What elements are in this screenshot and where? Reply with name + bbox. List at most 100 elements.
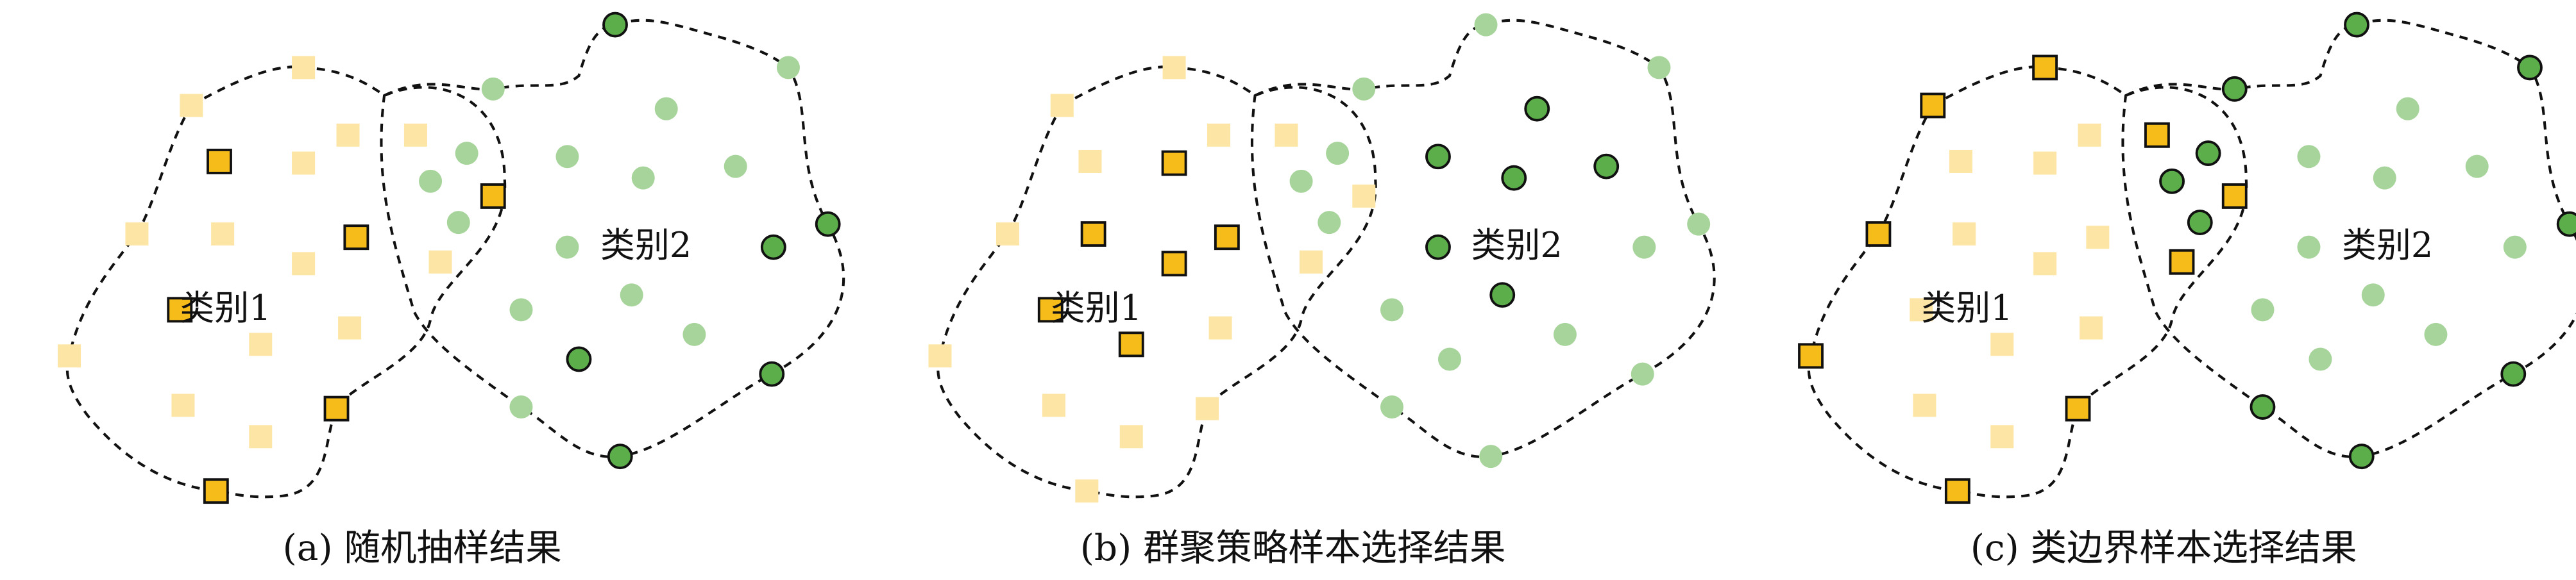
class1-sample bbox=[1207, 123, 1231, 147]
class2-sample bbox=[654, 97, 678, 120]
class2-sample bbox=[2465, 154, 2489, 178]
class1-sample bbox=[2080, 316, 2103, 340]
class1-sample bbox=[1990, 333, 2014, 356]
class1-sample bbox=[1119, 425, 1143, 449]
caption-c: (c) 类边界样本选择结果 bbox=[1970, 527, 2357, 569]
class2-sample bbox=[1687, 212, 1711, 236]
class1-sample bbox=[403, 123, 427, 147]
class1-sample bbox=[2033, 252, 2057, 276]
class2-sample bbox=[2251, 298, 2275, 322]
class2-selected-sample bbox=[1524, 95, 1550, 122]
class2-sample bbox=[1289, 169, 1313, 193]
class1-sample bbox=[58, 344, 81, 368]
class1-sample bbox=[338, 316, 362, 340]
class2-sample bbox=[509, 298, 533, 322]
class1-sample bbox=[1050, 94, 1074, 117]
class2-sample bbox=[2373, 166, 2396, 190]
class1-sample bbox=[180, 94, 203, 117]
class1-sample bbox=[292, 252, 316, 276]
class2-sample bbox=[419, 169, 443, 193]
class2-selected-sample bbox=[566, 346, 592, 372]
class1-selected-sample bbox=[2144, 122, 2170, 148]
class1-selected-sample bbox=[2065, 395, 2091, 422]
class2-selected-sample bbox=[2556, 211, 2576, 237]
class2-sample bbox=[620, 283, 643, 307]
class1-sample bbox=[1208, 316, 1232, 340]
class2-sample bbox=[1326, 142, 1350, 165]
class2-selected-sample bbox=[2344, 12, 2369, 38]
class2-sample bbox=[631, 166, 655, 190]
class2-selected-sample bbox=[602, 12, 628, 38]
class1-sample bbox=[211, 222, 235, 246]
class1-sample bbox=[1949, 149, 1972, 173]
class2-sample bbox=[555, 235, 579, 259]
class2-selected-sample bbox=[1425, 144, 1451, 170]
class1-sample bbox=[996, 222, 1019, 246]
class2-selected-sample bbox=[2221, 76, 2248, 102]
class1-sample bbox=[2078, 123, 2101, 147]
class1-selected-sample bbox=[1118, 331, 1144, 358]
class1-sample bbox=[1042, 394, 1065, 417]
class1-sample bbox=[1162, 56, 1186, 79]
class2-selected-sample bbox=[815, 211, 841, 237]
class1-sample bbox=[171, 394, 195, 417]
class2-sample bbox=[2297, 235, 2321, 259]
class1-selected-sample bbox=[480, 183, 506, 209]
class1-sample bbox=[2033, 151, 2057, 175]
class1-label: 类别1 bbox=[180, 288, 271, 328]
class1-sample bbox=[2086, 226, 2110, 249]
class1-sample bbox=[428, 250, 452, 274]
class1-selected-sample bbox=[203, 478, 229, 504]
class1-sample bbox=[125, 222, 149, 246]
class2-sample bbox=[481, 77, 505, 101]
class2-sample bbox=[1474, 13, 1498, 37]
class2-sample bbox=[1380, 395, 1403, 419]
class1-sample bbox=[336, 123, 360, 147]
class2-selected-sample bbox=[2187, 210, 2213, 236]
caption-a: (a) 随机抽样结果 bbox=[283, 527, 562, 569]
class2-selected-sample bbox=[759, 361, 785, 387]
class1-selected-sample bbox=[1037, 297, 1063, 323]
class1-boundary bbox=[1807, 65, 2248, 499]
class1-sample bbox=[1078, 149, 1102, 173]
class1-selected-sample bbox=[323, 395, 350, 422]
class2-selected-sample bbox=[1425, 234, 1451, 260]
class1-selected-sample bbox=[167, 297, 193, 323]
class1-sample bbox=[1299, 250, 1323, 274]
class2-selected-sample bbox=[760, 234, 786, 260]
class2-sample bbox=[776, 56, 800, 79]
class2-sample bbox=[2309, 347, 2332, 371]
class2-label: 类别2 bbox=[1471, 225, 1562, 265]
class1-selected-sample bbox=[1920, 92, 1946, 119]
class2-sample bbox=[1437, 347, 1461, 371]
class1-sample bbox=[1352, 184, 1376, 208]
class1-selected-sample bbox=[2221, 183, 2248, 209]
class2-sample bbox=[2503, 235, 2527, 259]
class2-selected-sample bbox=[2517, 54, 2543, 81]
class1-sample bbox=[1275, 123, 1298, 147]
class1-boundary bbox=[65, 65, 507, 499]
class1-sample bbox=[292, 151, 316, 175]
class2-selected-sample bbox=[2250, 394, 2276, 420]
panel-b: 类别1 类别2 bbox=[928, 13, 1716, 503]
class2-sample bbox=[2424, 322, 2448, 346]
class1-label: 类别1 bbox=[1051, 288, 1142, 328]
class1-selected-sample bbox=[2169, 249, 2195, 275]
class2-selected-sample bbox=[2348, 443, 2375, 470]
class2-sample bbox=[1318, 211, 1341, 235]
class1-selected-sample bbox=[1161, 150, 1187, 176]
class2-selected-sample bbox=[2195, 140, 2221, 167]
class1-selected-sample bbox=[207, 149, 232, 174]
class2-sample bbox=[455, 142, 479, 165]
class1-sample bbox=[1953, 222, 1976, 246]
class2-sample bbox=[1479, 445, 1503, 468]
class1-selected-sample bbox=[1161, 251, 1187, 277]
class2-selected-sample bbox=[607, 443, 633, 470]
class1-sample bbox=[1910, 298, 1933, 322]
class2-sample bbox=[724, 154, 747, 178]
class2-sample bbox=[509, 395, 533, 419]
class2-sample bbox=[1380, 298, 1403, 322]
class2-label: 类别2 bbox=[2342, 225, 2433, 265]
